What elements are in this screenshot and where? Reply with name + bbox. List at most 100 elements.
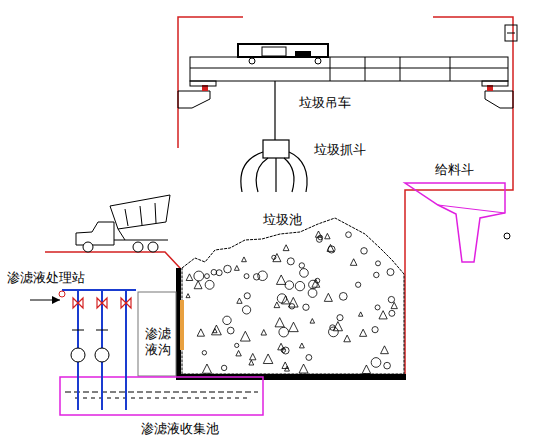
- leachate-pipes: [62, 290, 136, 410]
- girder-line: [330, 57, 331, 81]
- garbage-piece: [283, 245, 289, 251]
- garbage-piece: [391, 302, 397, 308]
- crane-bridge: [190, 57, 508, 86]
- grab-jaw: [275, 158, 276, 192]
- grab-jaw: [241, 152, 263, 192]
- garbage-piece: [282, 296, 290, 304]
- garbage-piece: [205, 274, 210, 279]
- garbage-piece: [234, 266, 239, 271]
- truck-wheel: [133, 242, 143, 252]
- left-wall: [178, 17, 243, 148]
- garbage-piece: [360, 329, 367, 336]
- garbage-piece: [211, 269, 217, 275]
- garbage-piece: [389, 310, 395, 316]
- garbage-piece: [295, 281, 304, 290]
- garbage-piece: [261, 330, 267, 336]
- grab-head: [263, 140, 289, 158]
- garbage-piece: [250, 353, 256, 359]
- pump-symbol: [71, 348, 85, 362]
- garbage-piece: [362, 365, 371, 374]
- pump-symbol: [95, 348, 109, 362]
- garbage-piece: [223, 316, 231, 324]
- garbage-piece: [202, 364, 211, 373]
- part-label: 渗滤液处理站: [6, 270, 86, 286]
- water-level: [65, 392, 258, 393]
- garbage-piece: [275, 318, 284, 327]
- garbage-piece: [359, 312, 363, 316]
- garbage-piece: [240, 331, 250, 341]
- girder-line: [450, 57, 451, 81]
- garbage-piece: [310, 319, 315, 324]
- garbage-piece: [324, 293, 332, 301]
- garbage-piece: [242, 257, 247, 262]
- pumps: [71, 330, 109, 362]
- garbage-piece: [356, 282, 361, 287]
- garbage-piece: [372, 327, 378, 333]
- garbage-piece: [289, 322, 298, 331]
- collection-tank: [60, 377, 263, 415]
- garbage-piece: [300, 269, 309, 278]
- garbage-piece: [276, 275, 285, 284]
- grab-jaw: [289, 152, 307, 192]
- wall-box-line: [507, 33, 515, 34]
- end-carriage: [482, 81, 508, 86]
- valve-symbol: [121, 298, 131, 308]
- building-outline: [45, 17, 513, 378]
- garbage-piece: [381, 346, 389, 354]
- garbage-piece: [237, 298, 242, 303]
- garbage-piece: [224, 265, 232, 273]
- garbage-piece: [253, 274, 259, 280]
- garbage-piece: [325, 233, 330, 238]
- garbage-piece: [346, 232, 352, 238]
- garbage-piece: [384, 362, 391, 369]
- garbage-piece: [306, 355, 312, 361]
- grab-jaw: [256, 158, 268, 192]
- garbage-piece: [388, 296, 394, 302]
- garbage-piece: [339, 292, 347, 300]
- garbage-piece: [350, 259, 357, 266]
- truck-hoist: [118, 229, 125, 240]
- truck-rib: [140, 206, 142, 225]
- outlet-valve: [59, 291, 65, 297]
- garbage-piece: [249, 360, 254, 365]
- trench-screen: [180, 300, 184, 350]
- right-rail-beam: [485, 91, 513, 108]
- part-label: 渗滤液收集池: [140, 421, 220, 437]
- garbage-piece: [277, 294, 286, 303]
- crane-trolley: [238, 44, 328, 64]
- garbage-piece: [337, 315, 343, 321]
- header-pipe: [62, 289, 136, 291]
- truck-wheel: [148, 242, 158, 252]
- truck-body: [110, 195, 170, 229]
- garbage-piece: [186, 274, 193, 281]
- garbage-piece: [387, 269, 394, 276]
- garbage-piece: [235, 343, 239, 347]
- garbage-piece: [375, 305, 380, 310]
- feed-hopper: [405, 183, 505, 262]
- garbage-piece: [288, 297, 298, 307]
- garbage-piece: [216, 270, 222, 276]
- girder-line: [190, 68, 508, 69]
- garbage-piece: [279, 327, 289, 337]
- part-label: 垃圾吊车: [298, 95, 352, 111]
- wall-box: [505, 25, 517, 41]
- garbage-piece: [197, 329, 204, 336]
- end-carriage: [190, 81, 216, 86]
- garbage-piece: [374, 272, 379, 277]
- trolley-wheel: [315, 58, 321, 64]
- garbage-piece: [244, 293, 250, 299]
- garbage-piece: [303, 304, 309, 310]
- part-label: 给料斗: [434, 162, 475, 178]
- trolley-drum: [295, 51, 311, 57]
- valve-symbol: [73, 298, 83, 308]
- garbage-piece: [287, 258, 294, 265]
- garbage-piece: [376, 261, 381, 266]
- dump-truck: [76, 195, 170, 252]
- girder-line: [400, 57, 401, 81]
- garbage-piece: [315, 231, 321, 237]
- garbage-piece: [344, 335, 351, 342]
- bridge-girder: [190, 57, 508, 81]
- leachate-trench: [138, 292, 176, 376]
